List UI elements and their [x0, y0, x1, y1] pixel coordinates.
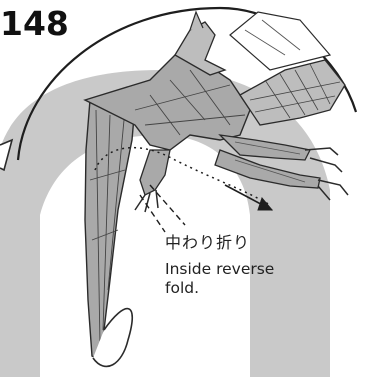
step-number: 148 [0, 6, 69, 42]
head-spike [190, 12, 203, 30]
front-leg [140, 150, 170, 195]
upper-right-panel [230, 12, 330, 70]
right-wing [240, 60, 345, 125]
fold-caption: 中わり折り Inside reverse fold. [165, 232, 274, 298]
caption-english-line2: fold. [165, 279, 274, 298]
caption-japanese: 中わり折り [165, 232, 274, 254]
caption-english-line1: Inside reverse [165, 260, 274, 279]
